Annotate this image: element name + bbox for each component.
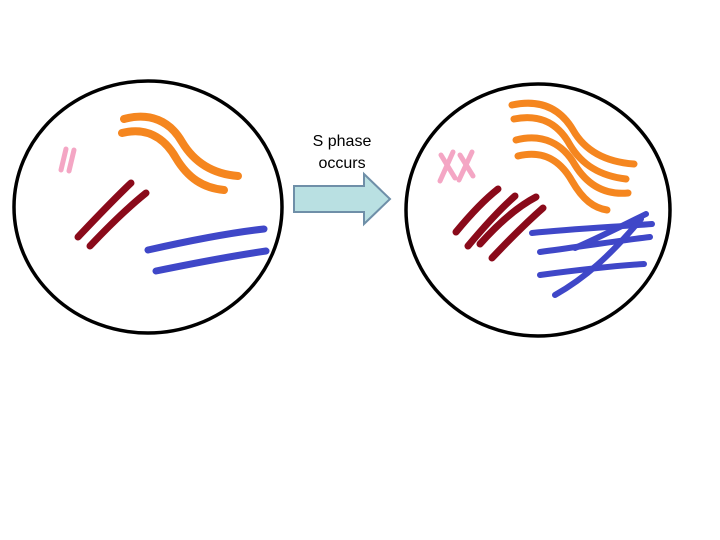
chromosome-orange [118,112,242,194]
duplicated-chromosome-blue [529,211,655,298]
duplicated-chromosome-pink [437,149,476,184]
s-phase-label: S phase occurs [294,131,390,175]
right-arrow-icon [293,171,392,227]
chromosome-blue [144,225,270,275]
s-phase-label-line-1: S phase [312,133,372,150]
chromosome-pink [58,146,77,174]
s-phase-label-line-2: occurs [318,155,366,172]
chromosome-dark-red [74,179,150,250]
duplicated-chromosome-dark-red [452,185,547,262]
cell-membrane [404,82,672,338]
cell-after-s-phase [404,82,672,338]
duplicated-chromosome-orange [508,99,638,214]
cell-membrane [12,79,284,335]
cell-before-s-phase [12,79,284,335]
